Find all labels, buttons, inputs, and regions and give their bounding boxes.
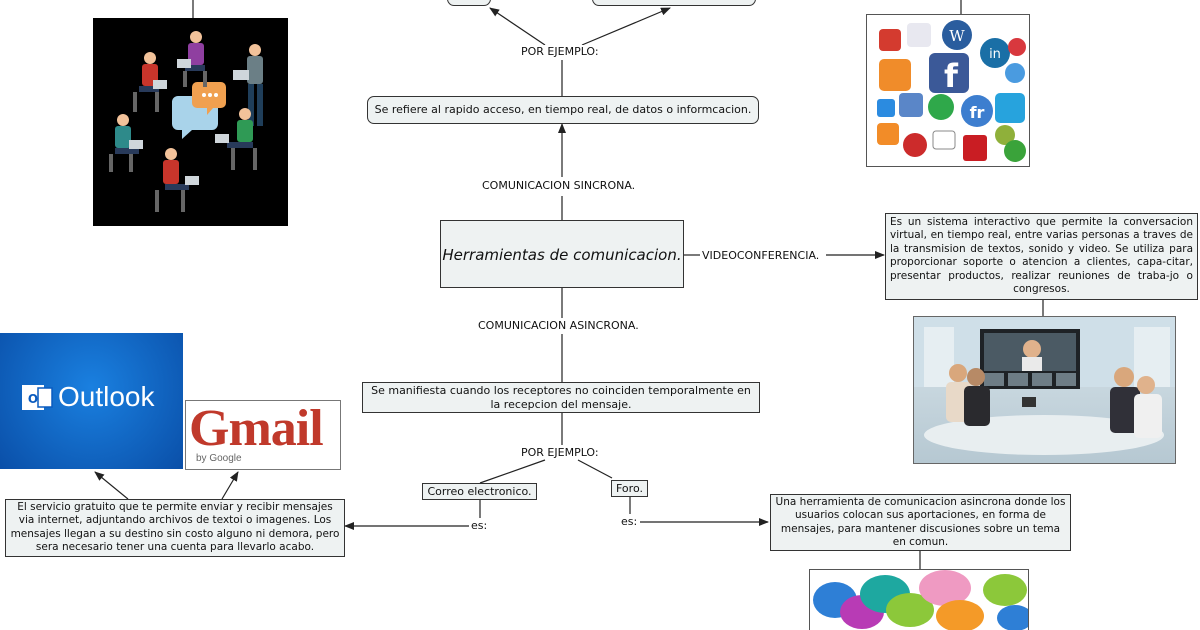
foro-definition-text: Una herramienta de comunicacion asincron… bbox=[775, 496, 1066, 549]
videoconferencia-definition-text: Es un sistema interactivo que permite la… bbox=[890, 216, 1193, 296]
forum-speech-bubbles-image bbox=[809, 569, 1029, 630]
asincrona-definition: Se manifiesta cuando los receptores no c… bbox=[362, 382, 760, 413]
outlook-logo-text: Outlook bbox=[58, 381, 155, 412]
sincrona-definition: Se refiere al rapido acceso, en tiempo r… bbox=[367, 96, 759, 124]
label-es-right: es: bbox=[619, 515, 640, 528]
foro-definition: Una herramienta de comunicacion asincron… bbox=[770, 494, 1071, 551]
videoconference-image bbox=[913, 316, 1176, 464]
sincrona-definition-text: Se refiere al rapido acceso, en tiempo r… bbox=[374, 103, 752, 116]
videoconferencia-definition: Es un sistema interactivo que permite la… bbox=[885, 213, 1198, 300]
correo-definition-text: El servicio gratuito que te permite envi… bbox=[10, 501, 340, 554]
correo-electronico-label: Correo electronico. bbox=[427, 485, 532, 498]
label-sincrona: COMUNICACION SINCRONA. bbox=[480, 179, 638, 192]
asincrona-definition-text: Se manifiesta cuando los receptores no c… bbox=[371, 384, 751, 411]
foro-label: Foro. bbox=[616, 482, 643, 495]
gmail-logo-byline: by Google bbox=[196, 453, 242, 464]
svg-text:in: in bbox=[989, 47, 1001, 62]
outlook-logo: O Outlook bbox=[0, 333, 183, 469]
label-asincrona: COMUNICACION ASINCRONA. bbox=[476, 319, 641, 332]
svg-text:fr: fr bbox=[970, 103, 985, 122]
central-concept-title: Herramientas de comunicacion. bbox=[442, 246, 682, 264]
example-box-right-top bbox=[592, 0, 756, 6]
correo-electronico-node: Correo electronico. bbox=[422, 483, 537, 500]
svg-text:W: W bbox=[949, 27, 965, 45]
svg-text:f: f bbox=[944, 57, 959, 95]
gmail-logo: Gmail by Google bbox=[185, 400, 341, 470]
social-media-icons-image: W in f fr bbox=[866, 14, 1030, 167]
correo-definition: El servicio gratuito que te permite envi… bbox=[5, 499, 345, 557]
foro-node: Foro. bbox=[611, 480, 648, 497]
example-box-left-top bbox=[447, 0, 491, 6]
central-concept: Herramientas de comunicacion. bbox=[440, 220, 684, 288]
label-es-left: es: bbox=[469, 519, 490, 532]
gmail-logo-text: Gmail bbox=[189, 400, 324, 457]
svg-text:O: O bbox=[28, 392, 38, 406]
label-videoconferencia: VIDEOCONFERENCIA. bbox=[700, 249, 822, 262]
people-laptops-image bbox=[93, 18, 288, 226]
label-por-ejemplo-top: POR EJEMPLO: bbox=[519, 45, 601, 58]
label-por-ejemplo-bottom: POR EJEMPLO: bbox=[519, 446, 601, 459]
